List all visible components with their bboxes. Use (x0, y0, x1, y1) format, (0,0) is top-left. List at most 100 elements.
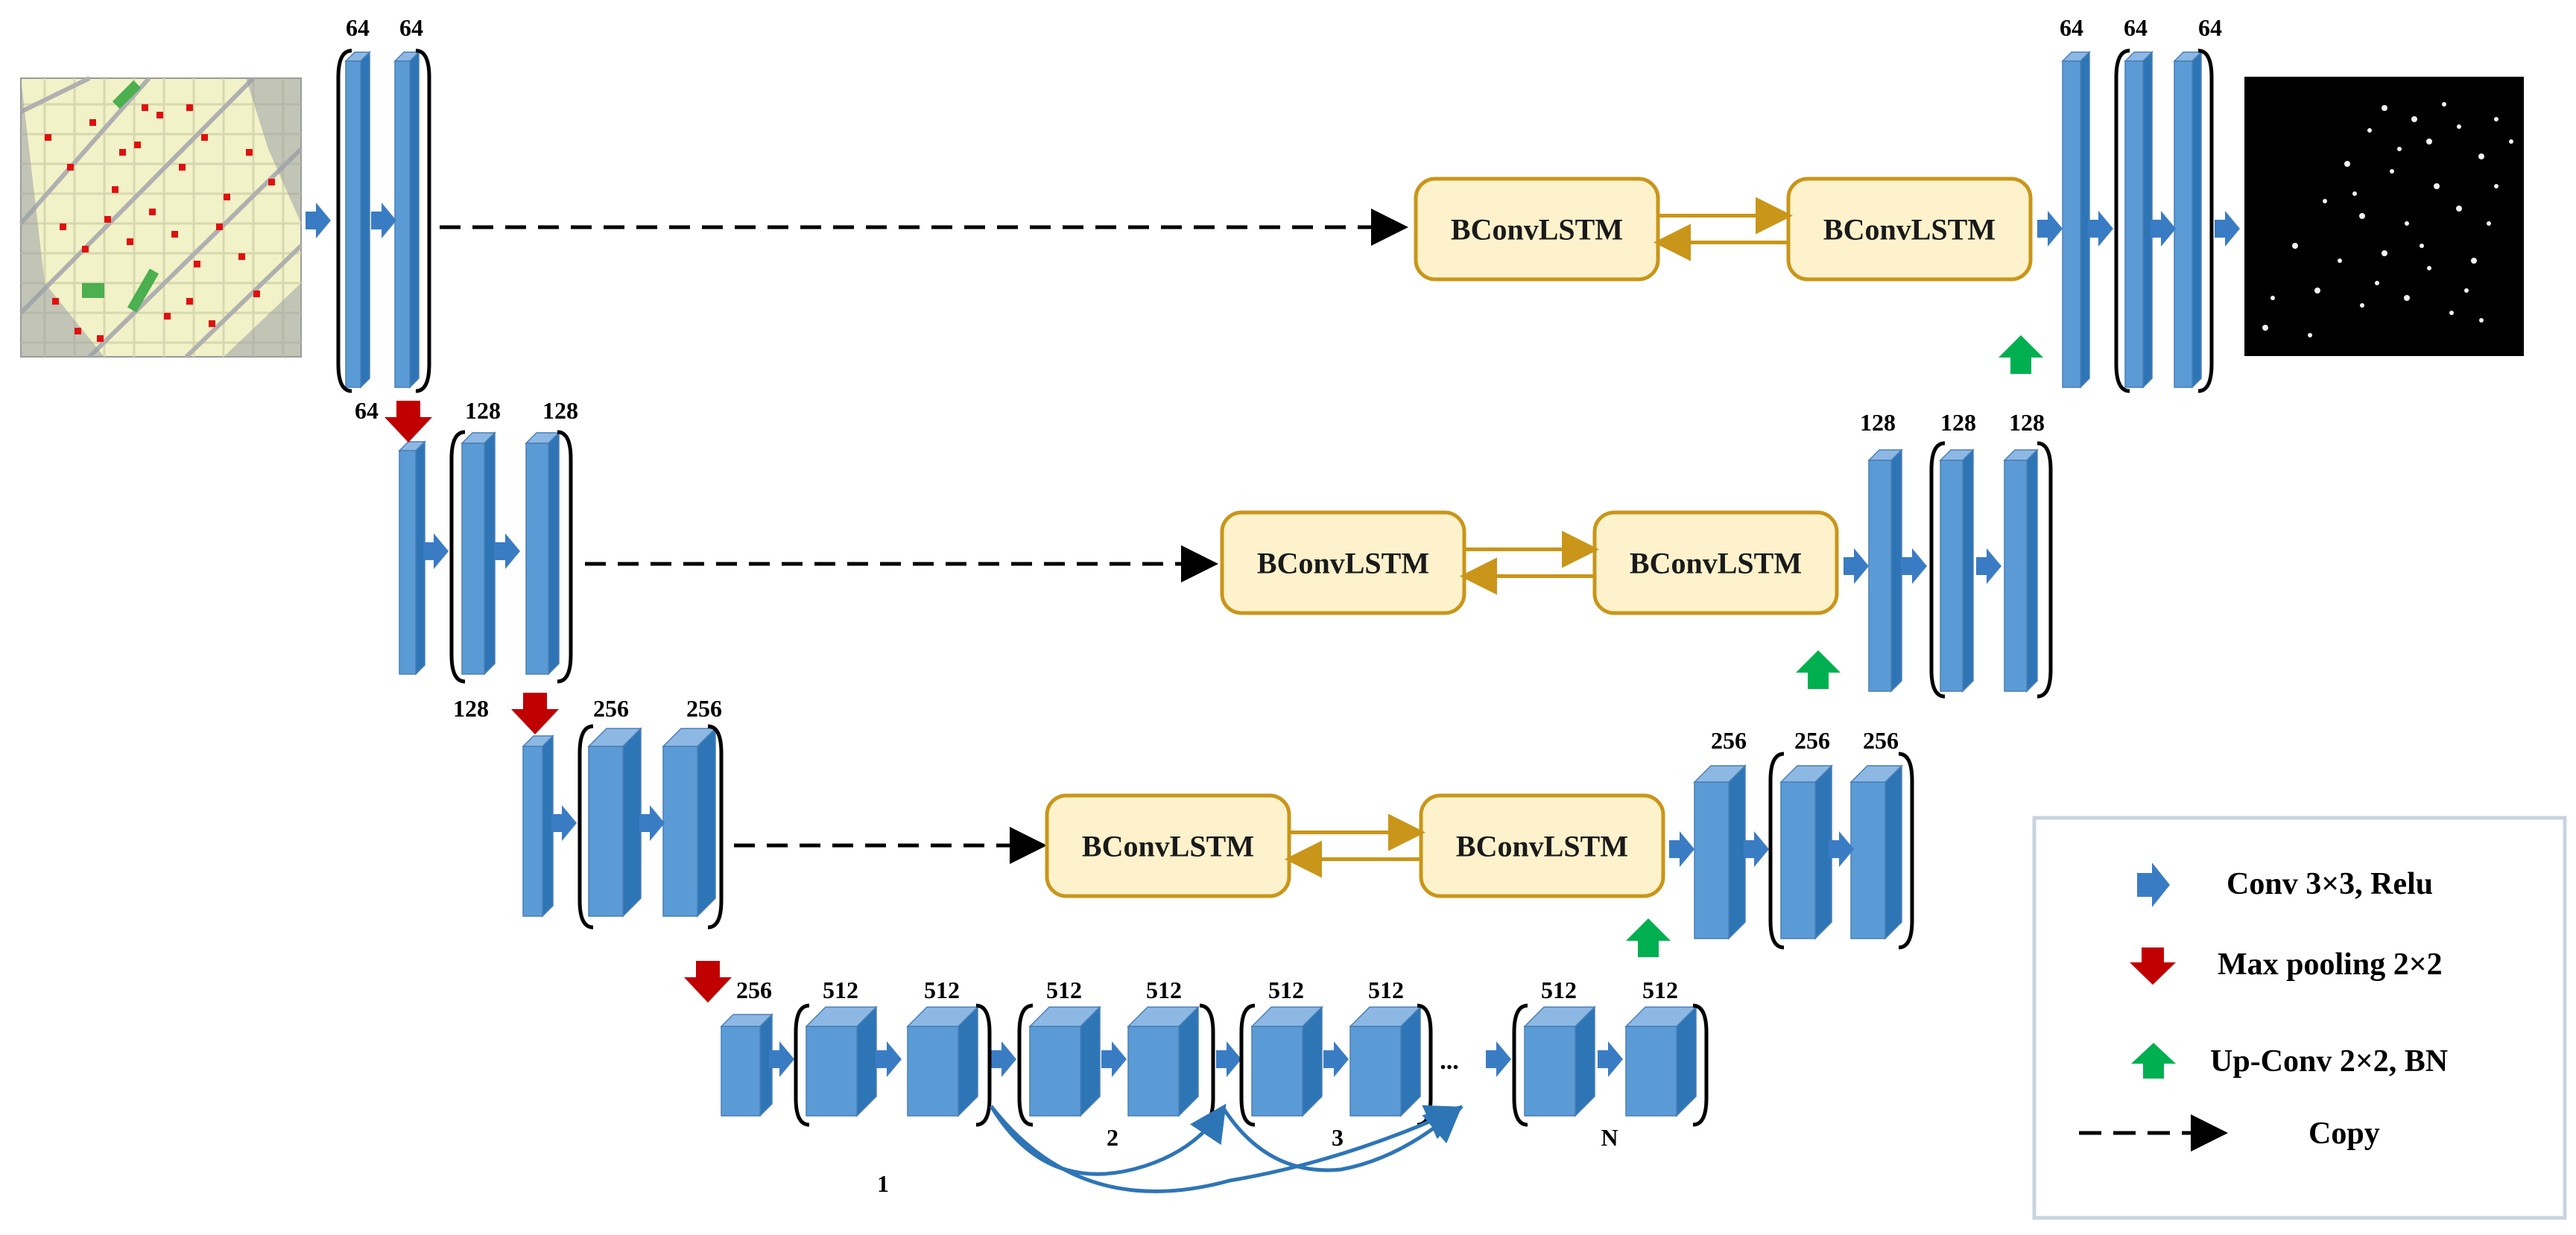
enc1-block-1 (344, 51, 371, 389)
legend: Conv 3×3, Relu Max pooling 2×2 Up-Conv 2… (2032, 816, 2567, 1220)
conv-arrow-bn-g2 (1101, 1041, 1127, 1077)
dec1-label-2: 64 (2124, 14, 2148, 41)
dec3-label-1: 256 (1711, 727, 1747, 754)
dec1-block-3 (2173, 51, 2203, 389)
conv-arrow-bn-g1 (876, 1041, 902, 1077)
bconvlstm-pair-level2: BConvLSTM BConvLSTM (1220, 510, 1839, 615)
conv-arrow-dec3-in (1669, 831, 1694, 867)
bottleneck-ellipsis: ... (1440, 1047, 1459, 1075)
bn-gn-bracket-left (1512, 1003, 1528, 1127)
bconvlstm-box-level1-1: BConvLSTM (1414, 177, 1660, 282)
bconvlstm-label-level3-1: BConvLSTM (1082, 830, 1254, 863)
enc1-bracket-left (336, 48, 352, 393)
group-label-1: 1 (877, 1170, 889, 1197)
bn-label-1: 512 (823, 977, 858, 1003)
enc3-block-1 (522, 734, 554, 918)
conv-arrow-bn-g2-out (1216, 1041, 1241, 1077)
conv-arrow-bn-in (769, 1041, 794, 1077)
dec1-block-2 (2124, 51, 2153, 389)
up-arrow-2 (1796, 650, 1841, 689)
enc2-label-3: 128 (542, 397, 578, 424)
enc2-block-3 (525, 431, 560, 676)
dec2-label-3: 128 (2009, 409, 2045, 436)
enc2-label-1: 64 (355, 397, 379, 424)
conv-arrow-dec1-out (2215, 211, 2240, 247)
dec3-label-3: 256 (1863, 727, 1899, 754)
bottleneck-input-block (720, 1013, 773, 1117)
legend-copy-label: Copy (2308, 1117, 2380, 1151)
bn-g1-block-1 (805, 1006, 878, 1117)
conv-arrow-dec2-b (1976, 548, 2001, 584)
group-label-3: 3 (1332, 1124, 1344, 1151)
bn-g1-bracket-right (975, 1003, 992, 1127)
dec2-label-1: 128 (1860, 409, 1896, 436)
bn-gn-block-2 (1624, 1006, 1697, 1117)
dec3-block-1 (1693, 764, 1747, 940)
bn-label-5: 512 (1268, 977, 1304, 1003)
conv-arrow-dec3-b (1829, 831, 1854, 867)
bconvlstm-pair-level1: BConvLSTM BConvLSTM (1414, 177, 2033, 282)
dec3-bracket-left (1768, 752, 1785, 950)
bn-g3-block-1 (1250, 1006, 1323, 1117)
conv-arrow-enc3-b (639, 805, 665, 841)
dec1-bracket-left (2114, 48, 2130, 393)
skip-arrow-1 (989, 1103, 1227, 1176)
dec2-bracket-right (2037, 441, 2053, 699)
bconvlstm-box-level2-1: BConvLSTM (1220, 510, 1466, 615)
dec2-label-2: 128 (1940, 409, 1976, 436)
bn-g3-block-2 (1349, 1006, 1422, 1117)
enc2-bracket-left (449, 430, 466, 684)
bn-label-7: 512 (1541, 977, 1577, 1003)
copy-arrows (440, 209, 1408, 864)
bconvlstm-label-level2-2: BConvLSTM (1630, 547, 1802, 580)
group-label-n: N (1601, 1124, 1618, 1151)
pool-arrow-2 (511, 693, 559, 734)
bconvlstm-label-level2-1: BConvLSTM (1257, 547, 1429, 580)
bconvlstm-box-level3-1: BConvLSTM (1045, 793, 1291, 898)
bconvlstm-box-level2-2: BConvLSTM (1592, 510, 1839, 615)
conv-arrow-dec3-a (1744, 831, 1769, 867)
bconvlstm-box-level1-2: BConvLSTM (1786, 177, 2033, 282)
conv-arrow-bn-gn-in (1486, 1041, 1511, 1077)
dec3-label-2: 256 (1794, 727, 1830, 754)
dec1-bracket-right (2197, 48, 2214, 393)
bconvlstm-label-level1-1: BConvLSTM (1451, 213, 1623, 247)
bconvlstm-box-level3-2: BConvLSTM (1419, 793, 1665, 898)
bn-label-8: 512 (1642, 977, 1678, 1003)
enc2-bracket-right (557, 430, 573, 684)
enc3-block-2 (587, 727, 642, 918)
conv-arrow-enc2-a (423, 533, 449, 569)
enc2-block-1 (398, 440, 426, 676)
dec1-label-3: 64 (2198, 14, 2222, 41)
legend-upconv-icon (2131, 1043, 2176, 1079)
bn-label-6: 512 (1368, 977, 1404, 1003)
dec1-block-1 (2061, 51, 2091, 389)
dec2-block-1 (1867, 448, 1903, 693)
conv-arrow-dec1-in (2037, 211, 2063, 247)
dec1-label-1: 64 (2060, 14, 2083, 41)
enc3-label-2: 256 (593, 695, 629, 722)
conv-arrow-enc1-in (306, 203, 331, 238)
skip-arrow-3 (1220, 1105, 1463, 1172)
dec3-bracket-right (1898, 752, 1914, 950)
bn-gn-block-1 (1523, 1006, 1596, 1117)
conv-arrow-dec2-in (1844, 548, 1869, 584)
legend-box (2032, 816, 2567, 1220)
conv-arrow-bn-g1-out (991, 1041, 1016, 1077)
enc1-label-1: 64 (346, 14, 370, 41)
bn-g2-block-1 (1028, 1006, 1101, 1117)
conv-arrow-enc2-b (495, 533, 520, 569)
enc1-bracket-right (415, 48, 431, 393)
conv-arrow-dec1-b (2151, 211, 2176, 247)
enc2-block-2 (461, 431, 496, 676)
bn-g2-block-2 (1127, 1006, 1200, 1117)
output-prediction-image (2244, 77, 2524, 356)
residual-skip-arrows (989, 1103, 1464, 1193)
conv-arrow-bn-g3 (1323, 1041, 1349, 1077)
pool-arrow-3 (684, 961, 732, 1003)
enc3-label-3: 256 (686, 695, 722, 722)
bn-g2-bracket-right (1199, 1003, 1215, 1127)
bn-g1-block-2 (906, 1006, 979, 1117)
legend-conv-label: Conv 3×3, Relu (2227, 867, 2433, 901)
